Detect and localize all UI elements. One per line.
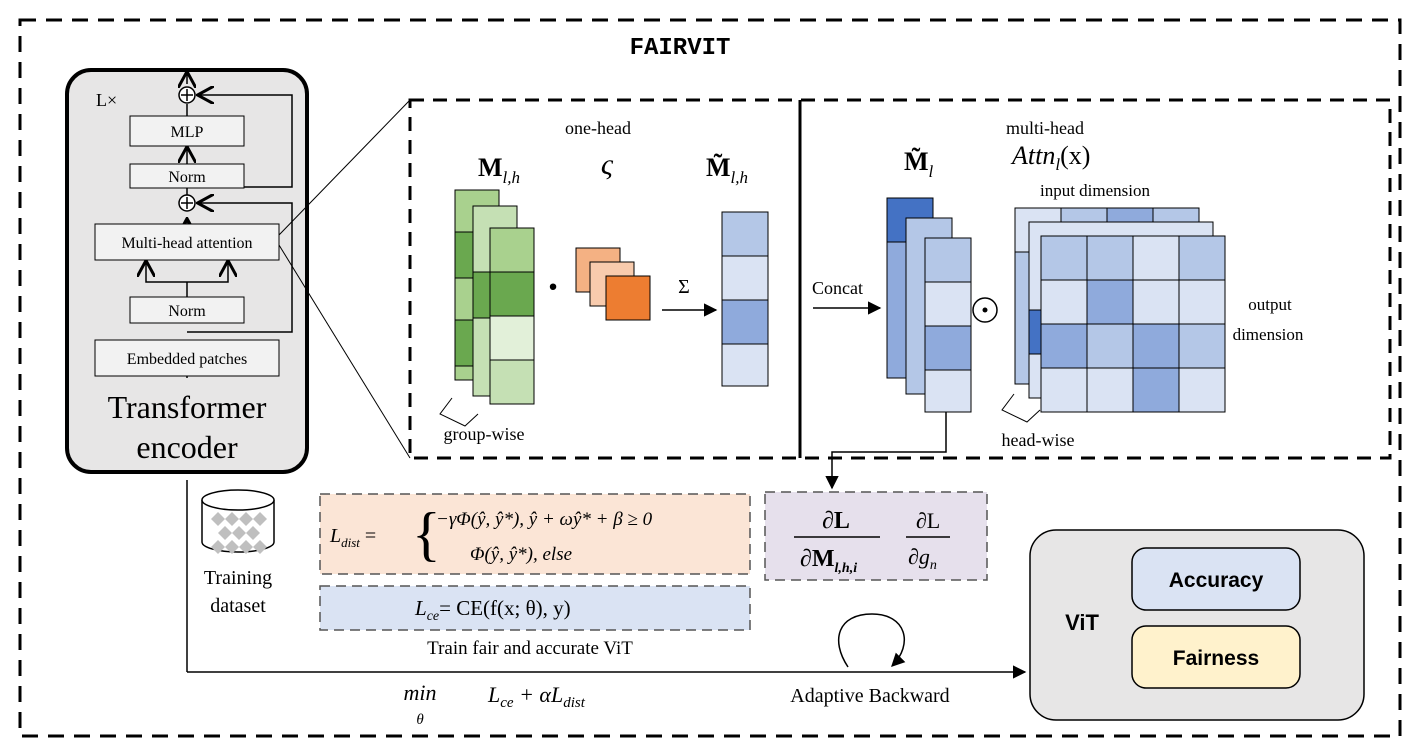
objective-expression: Lce + αLdist <box>487 682 586 711</box>
l-ce-formula: Lce= CE(f(x; θ), y) <box>414 596 571 624</box>
mha-block <box>94 223 280 261</box>
l-dist-case2: Φ(ŷ, ŷ*), else <box>470 544 572 565</box>
norm-bottom-label: Norm <box>168 303 206 320</box>
grad-den-1: ∂Ml,h,i <box>800 546 857 576</box>
attn-label: Attnl(x) <box>1010 141 1090 174</box>
group-wise-stack <box>454 189 535 405</box>
norm-top-label: Norm <box>168 169 206 186</box>
l-dist-box <box>319 493 751 575</box>
concat-label: Concat <box>812 278 863 298</box>
diagram-title: FAIRVIT <box>630 35 731 62</box>
training-dataset-icon <box>201 489 275 554</box>
one-head-panel: one-head Ml,h ς M̃l,h group-wise · Σ <box>439 118 769 444</box>
m-lh-label: Ml,h <box>478 153 520 187</box>
vit-result-box: ViT Accuracy Fairness <box>1029 529 1365 721</box>
grad-den-2: ∂gn <box>908 544 937 573</box>
accuracy-box <box>1131 547 1301 611</box>
fairness-box <box>1131 625 1301 689</box>
mlp-label: MLP <box>171 124 204 141</box>
norm-bottom-block <box>129 296 245 324</box>
training-dataset-line2: dataset <box>210 595 266 617</box>
multi-head-panel: multi-head M̃l Attnl(x) input dimension … <box>812 118 1304 450</box>
adaptive-backward-label: Adaptive Backward <box>790 685 949 707</box>
grad-num-2: ∂L <box>916 508 940 533</box>
sigma-label: ς <box>601 148 614 181</box>
attention-detail-frame <box>408 98 1392 460</box>
norm-top-block <box>129 163 245 189</box>
fairness-label: Fairness <box>1173 647 1259 670</box>
encoder-repeat-label: L× <box>96 90 117 110</box>
transformer-encoder: L× MLP Norm Multi-head attention Norm <box>65 68 309 474</box>
encoder-title-line2: encoder <box>136 429 238 465</box>
train-caption: Train fair and accurate ViT <box>427 638 633 659</box>
l-dist-case1: −γΦ(ŷ, ŷ*), ŷ + ωŷ* + β ≥ 0 <box>436 509 653 530</box>
gradient-box <box>764 491 988 581</box>
training-dataset-line1: Training <box>204 567 272 589</box>
l-dist-brace: { <box>412 501 441 567</box>
embed-block <box>94 339 280 377</box>
dot-operator: · <box>546 264 559 309</box>
l-dist-lhs: Ldist = <box>329 525 376 550</box>
encoder-title-line1: Transformer <box>108 389 267 425</box>
m-tilde-l-label: M̃l <box>904 147 934 181</box>
l-ce-box <box>319 585 751 631</box>
m-tilde-lh-label: M̃l,h <box>706 153 748 187</box>
head-wise-label: head-wise <box>1002 430 1075 450</box>
mlp-block <box>129 115 245 147</box>
outer-frame <box>18 18 1402 738</box>
objective-theta: θ <box>416 712 424 728</box>
sigma-weights <box>575 247 651 321</box>
m-tilde-lh-vector <box>721 211 769 387</box>
sum-symbol: Σ <box>678 276 690 298</box>
grad-num-1: ∂L <box>822 508 850 534</box>
group-wise-label: group-wise <box>444 424 525 444</box>
multi-head-title: multi-head <box>1006 118 1084 138</box>
accuracy-label: Accuracy <box>1169 569 1264 592</box>
vit-label: ViT <box>1065 610 1099 635</box>
mha-label: Multi-head attention <box>121 235 252 252</box>
objective-min: min <box>404 680 437 705</box>
adaptive-loop <box>838 613 906 668</box>
output-dimension-label-1: output <box>1248 295 1292 314</box>
embed-label: Embedded patches <box>127 351 247 368</box>
one-head-title: one-head <box>565 118 631 138</box>
attention-matrix-stack <box>1014 207 1226 413</box>
m-tilde-l-stack <box>886 197 972 413</box>
output-dimension-label-2: dimension <box>1233 325 1304 344</box>
input-dimension-label: input dimension <box>1040 181 1151 200</box>
